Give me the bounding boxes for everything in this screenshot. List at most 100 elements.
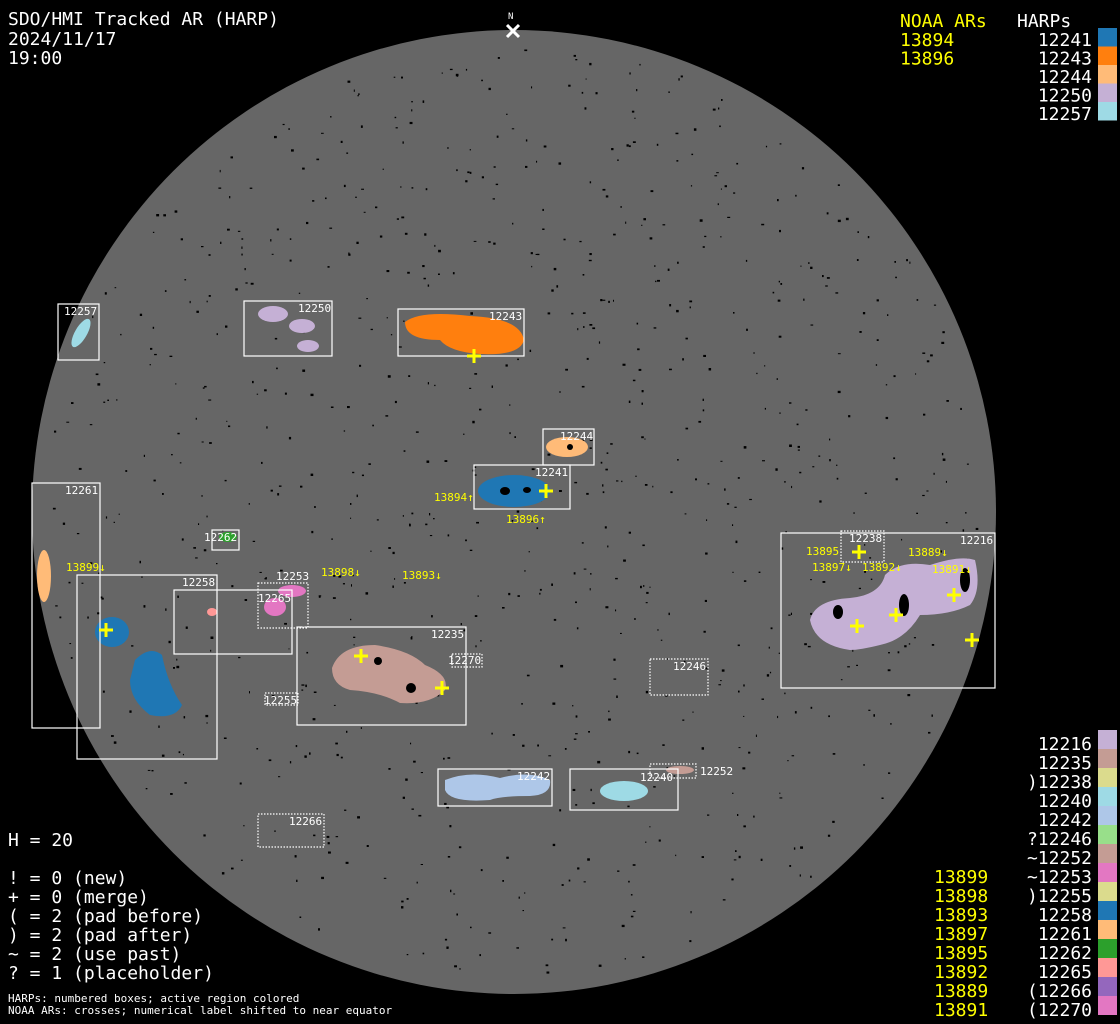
- region-12258b: [130, 651, 182, 717]
- harp-legend-item: 12261: [1038, 924, 1092, 945]
- region-12250c: [297, 340, 319, 352]
- sunspot-specks: [52, 49, 979, 974]
- noaa-label: 13889↓: [908, 546, 948, 559]
- harp-box-12266[interactable]: [257, 813, 325, 848]
- region-12250b: [289, 319, 315, 333]
- noaa-header: NOAA ARs: [900, 11, 987, 32]
- harp-box-12255[interactable]: [264, 692, 299, 706]
- harp-box-12240[interactable]: [569, 768, 679, 811]
- harp-box-12261[interactable]: [31, 482, 101, 729]
- harp-box-12262[interactable]: [211, 529, 240, 551]
- harp-label: 12243: [489, 310, 522, 323]
- harp-color-swatch: [1098, 939, 1117, 958]
- harp-color-swatch: [1098, 768, 1117, 787]
- stat-line: ~ = 2 (use past): [8, 944, 181, 965]
- region-12257: [71, 318, 91, 348]
- harp-label: 12266: [289, 815, 322, 828]
- harps-header: HARPs: [1017, 11, 1071, 32]
- harp-color-swatch: [1098, 749, 1117, 768]
- harp-color-swatch: [1098, 65, 1117, 84]
- harp-label: 12270: [448, 654, 481, 667]
- harp-legend-item: ?12246: [1027, 829, 1092, 850]
- noaa-cross-icon: [467, 349, 481, 363]
- noaa-label: 13898↓: [321, 566, 361, 579]
- page-title: SDO/HMI Tracked AR (HARP): [8, 9, 279, 30]
- harp-box-12246[interactable]: [649, 658, 709, 696]
- h-count: H = 20: [8, 830, 73, 851]
- harp-box-12265[interactable]: [173, 589, 293, 655]
- date: 2024/11/17: [8, 29, 116, 50]
- harp-color-swatch: [1098, 844, 1117, 863]
- harp-label: 12261: [65, 484, 98, 497]
- noaa-legend-item: 13894: [900, 30, 954, 51]
- harp-legend-item: (12266: [1027, 981, 1092, 1002]
- harp-label: 12265: [258, 592, 291, 605]
- noaa-cross-icon: [947, 588, 961, 602]
- harp-box-12238[interactable]: [840, 530, 885, 563]
- region-12250: [258, 306, 288, 322]
- region-12252: [666, 766, 694, 774]
- harp-label: 12255: [264, 694, 297, 707]
- harp-box-12235[interactable]: [296, 626, 467, 726]
- harp-label: 12242: [517, 770, 550, 783]
- harp-label: 12216: [960, 534, 993, 547]
- harp-box-12241[interactable]: [473, 464, 571, 510]
- harp-color-swatch: [1098, 806, 1117, 825]
- harp-legend-item: 12235: [1038, 753, 1092, 774]
- region-12261: [37, 550, 51, 602]
- stat-line: ( = 2 (pad before): [8, 906, 203, 927]
- harp-box-12250[interactable]: [243, 300, 333, 357]
- north-pole-x-icon: [505, 23, 521, 39]
- harp-legend-item: 12262: [1038, 943, 1092, 964]
- noaa-cross-icon: [99, 623, 113, 637]
- region-12240: [600, 781, 648, 801]
- harp-color-swatch: [1098, 102, 1117, 121]
- time: 19:00: [8, 48, 62, 69]
- harp-label: 12253: [276, 570, 309, 583]
- harp-box-12253[interactable]: [257, 582, 309, 629]
- harp-box-12242[interactable]: [437, 768, 553, 807]
- harp-label: 12262: [204, 531, 237, 544]
- solar-disk: [32, 30, 996, 994]
- noaa-label: 13891↓: [932, 563, 972, 576]
- harp-box-12216[interactable]: [780, 532, 996, 689]
- region-12262: [219, 532, 237, 542]
- region-12241: [478, 475, 550, 507]
- harp-color-swatch: [1098, 882, 1117, 901]
- harp-legend-item: 12242: [1038, 810, 1092, 831]
- harp-color-swatch: [1098, 901, 1117, 920]
- harp-box-12243[interactable]: [397, 308, 525, 357]
- north-label: N: [508, 12, 513, 22]
- harp-color-swatch: [1098, 28, 1117, 47]
- region-12265b: [264, 598, 286, 616]
- harp-label: 12244: [560, 430, 593, 443]
- harp-box-12258[interactable]: [76, 574, 218, 760]
- stat-line: + = 0 (merge): [8, 887, 149, 908]
- noaa-legend-item: 13893: [934, 905, 988, 926]
- stats-list: ! = 0 (new) + = 0 (merge) ( = 2 (pad bef…: [8, 868, 214, 984]
- harp-box-12270[interactable]: [451, 653, 483, 668]
- region-12258a: [95, 617, 129, 647]
- noaa-label: 13896↑: [506, 513, 546, 526]
- noaa-cross-icon: [850, 619, 864, 633]
- harp-legend-item: 12258: [1038, 905, 1092, 926]
- harp-label: 12246: [673, 660, 706, 673]
- noaa-cross-icon: [435, 681, 449, 695]
- harp-color-swatch: [1098, 996, 1117, 1015]
- harp-legend-item: )12238: [1027, 772, 1092, 793]
- harp-legend-item: 12216: [1038, 734, 1092, 755]
- harp-legend-item: ~12252: [1027, 848, 1092, 869]
- noaa-legend-item: 13898: [934, 886, 988, 907]
- harp-label: 12252: [700, 765, 733, 778]
- harp-box-12257[interactable]: [57, 303, 100, 361]
- harp-legend-item: 12241: [1038, 30, 1092, 51]
- noaa-label: 13893↓: [402, 569, 442, 582]
- harp-color-swatch: [1098, 730, 1117, 749]
- harp-label: 12241: [535, 466, 568, 479]
- harp-label: 12235: [431, 628, 464, 641]
- noaa-cross-icon: [539, 484, 553, 498]
- harp-color-swatch: [1098, 977, 1117, 996]
- harp-legend-item: 12265: [1038, 962, 1092, 983]
- noaa-label: 13892↓: [862, 561, 902, 574]
